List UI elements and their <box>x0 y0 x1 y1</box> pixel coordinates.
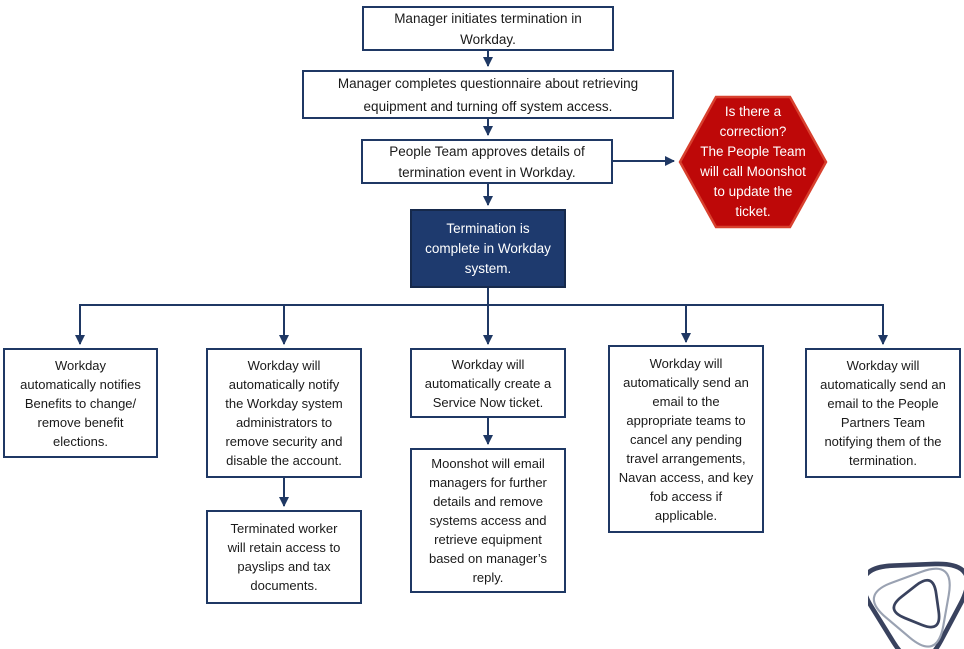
node-payslips: Terminated worker will retain access to … <box>206 510 362 604</box>
node-travel-label: Workday will automatically send an email… <box>618 355 754 523</box>
node-security: Workday will automatically notify the Wo… <box>206 348 362 478</box>
node-manager-initiates: Manager initiates termination in Workday… <box>362 6 614 51</box>
node-benefits: Workday automatically notifies Benefits … <box>3 348 158 458</box>
node-security-label: Workday will automatically notify the Wo… <box>225 358 343 468</box>
node-people-partners-label: Workday will automatically send an email… <box>820 358 946 468</box>
node-payslips-label: Terminated worker will retain access to … <box>227 521 341 593</box>
hexagon-shape <box>678 95 828 229</box>
node-servicenow: Workday will automatically create a Serv… <box>410 348 566 418</box>
node-people-team-approves-label: People Team approves details of terminat… <box>389 143 585 180</box>
node-moonshot-email: Moonshot will email managers for further… <box>410 448 566 593</box>
node-benefits-label: Workday automatically notifies Benefits … <box>20 357 141 449</box>
nested-triangles-logo-icon <box>868 561 964 649</box>
node-servicenow-label: Workday will automatically create a Serv… <box>424 356 552 410</box>
node-correction-hexagon: Is there a correction? The People Team w… <box>678 95 828 229</box>
node-manager-initiates-label: Manager initiates termination in Workday… <box>394 10 582 47</box>
node-manager-questionnaire: Manager completes questionnaire about re… <box>302 70 674 119</box>
node-people-team-approves: People Team approves details of terminat… <box>361 139 613 184</box>
node-moonshot-email-label: Moonshot will email managers for further… <box>428 456 548 585</box>
node-people-partners: Workday will automatically send an email… <box>805 348 961 478</box>
node-termination-complete: Termination is complete in Workday syste… <box>410 209 566 288</box>
node-correction-label: Is there a correction? The People Team w… <box>700 104 806 219</box>
node-travel: Workday will automatically send an email… <box>608 345 764 533</box>
node-manager-questionnaire-label: Manager completes questionnaire about re… <box>337 75 639 114</box>
node-termination-complete-label: Termination is complete in Workday syste… <box>425 220 551 276</box>
